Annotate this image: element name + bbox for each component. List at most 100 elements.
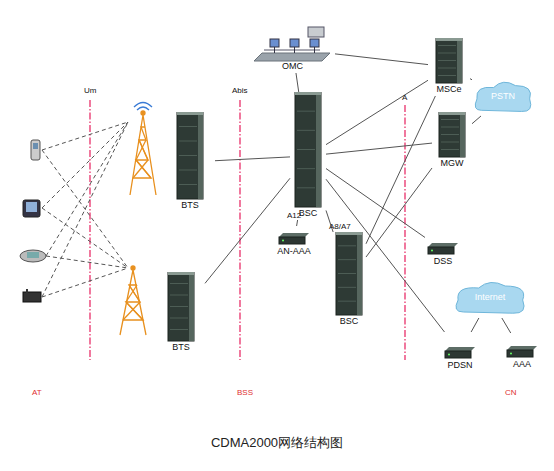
radio-link xyxy=(46,256,128,268)
tower-legs xyxy=(130,115,156,195)
cabinet-slot xyxy=(338,245,356,246)
cabinet-body xyxy=(168,272,194,341)
cabinet-slot xyxy=(170,295,188,296)
cabinet-slot xyxy=(438,45,456,46)
link-line xyxy=(472,116,481,124)
node-graphic xyxy=(290,92,326,220)
bsc-node: BSC xyxy=(290,92,326,220)
tower-brace xyxy=(126,302,143,320)
device-led xyxy=(282,240,284,242)
tower-bottom xyxy=(120,266,146,335)
node-label: MGW xyxy=(412,158,492,168)
cabinet-slot xyxy=(441,149,459,150)
radio-link xyxy=(42,122,128,208)
radio-link xyxy=(42,208,128,268)
cabinet-slot xyxy=(179,126,197,127)
cabinet-top xyxy=(439,112,465,115)
tower-brace xyxy=(129,285,140,302)
link-line xyxy=(296,220,298,226)
antenna xyxy=(141,111,145,115)
device-body xyxy=(445,351,471,358)
tower-legs xyxy=(120,270,146,335)
device-top xyxy=(507,346,537,350)
msce-node: MSCe xyxy=(428,38,470,96)
domain-name: BSS xyxy=(237,388,253,397)
cabinet-side xyxy=(198,112,203,199)
radio-links xyxy=(42,122,128,297)
node-label: BSC xyxy=(312,316,386,326)
radio-link xyxy=(46,122,128,256)
node-graphic xyxy=(165,112,215,212)
radio-link xyxy=(42,122,128,150)
cabinet-slot xyxy=(338,259,356,260)
omc-node: OMC xyxy=(250,25,335,73)
workstation-stand xyxy=(274,47,275,53)
node-label: AN-AAA xyxy=(250,246,338,256)
link-line xyxy=(335,54,428,65)
cabinet-slot xyxy=(438,75,456,76)
cabinet-slot xyxy=(179,155,197,156)
device-led xyxy=(448,354,450,356)
cabinet-top xyxy=(336,232,362,235)
link-line xyxy=(326,80,428,144)
cabinet-slot xyxy=(438,60,456,61)
node-label: PSTN xyxy=(452,91,554,101)
device-led xyxy=(431,250,433,252)
link-line xyxy=(471,318,479,332)
link-line xyxy=(205,178,290,283)
cabinet-body xyxy=(295,92,321,207)
link-line xyxy=(326,169,425,238)
radio-link xyxy=(42,150,128,268)
an-aaa-node: AN-AAA xyxy=(270,226,318,258)
cabinet-body xyxy=(436,38,462,83)
cabinet-top xyxy=(436,38,462,41)
signal-waves xyxy=(134,103,152,111)
cabinet-slot xyxy=(441,134,459,135)
cabinet-slot xyxy=(179,184,197,185)
cabinet-slot xyxy=(338,287,356,288)
internet-cloud: Internet xyxy=(452,278,528,318)
um-boundary xyxy=(89,100,90,360)
abis-boundary xyxy=(239,100,240,360)
phone-icon xyxy=(31,140,40,160)
modem-antenna xyxy=(26,289,28,293)
interface-lines xyxy=(90,100,405,360)
phone-screen xyxy=(33,143,38,149)
domain-name: CN xyxy=(505,388,517,397)
pda-icon xyxy=(23,200,40,217)
cabinet-top xyxy=(177,112,203,115)
caption: CDMA2000网络结构图 xyxy=(0,434,554,452)
terminals xyxy=(20,140,46,302)
cabinet-side xyxy=(460,112,465,157)
interface-name: Um xyxy=(84,86,96,95)
cabinet-body xyxy=(336,232,362,315)
link-line xyxy=(326,143,432,154)
server xyxy=(308,27,324,37)
device-top xyxy=(279,233,309,237)
cabinet-side xyxy=(457,38,462,83)
pda-screen xyxy=(26,202,37,212)
device-body xyxy=(428,247,454,254)
interface-name: Abis xyxy=(232,86,248,95)
node-label: DSS xyxy=(405,256,481,266)
cabinet-slot xyxy=(179,170,197,171)
cabinet-top xyxy=(168,272,194,275)
device-top xyxy=(445,347,475,351)
cabinet-slot xyxy=(170,318,188,319)
tower-lattice xyxy=(123,285,143,320)
workstation-stand xyxy=(314,47,315,53)
cabinet-body xyxy=(439,112,465,157)
vehicle-icon xyxy=(20,250,46,262)
a-boundary xyxy=(404,105,405,360)
dss-node: DSS xyxy=(425,232,461,268)
device-body xyxy=(507,350,533,357)
cabinet-body xyxy=(177,112,203,199)
cabinet-slot xyxy=(297,149,315,150)
workstation-stand xyxy=(294,47,295,53)
cabinet-slot xyxy=(170,306,188,307)
workstation xyxy=(290,39,299,47)
interface-label: A8/A7 xyxy=(329,222,351,231)
vehicle-window xyxy=(27,252,39,258)
